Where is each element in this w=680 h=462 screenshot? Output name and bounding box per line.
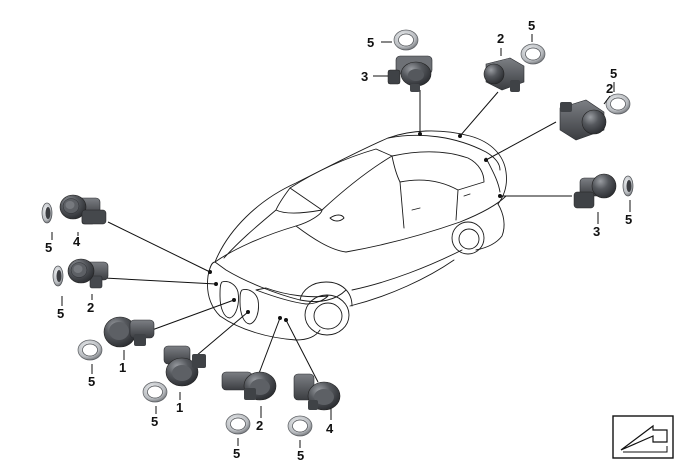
callout-5: 5 [297,448,304,462]
callout-5: 5 [233,446,240,461]
callout-4: 4 [73,234,81,249]
seal-ring-top [393,29,419,51]
seal-ring-front-4 [287,415,313,437]
callout-5: 5 [57,306,64,321]
callout-5: 5 [45,240,52,255]
callout-5: 5 [610,66,617,81]
sensor-top-rear [387,55,433,92]
sensor-rear-side [573,173,617,209]
sensor-front-left [67,258,109,289]
seal-ring-rear-side [622,175,634,197]
sensor-front-2 [221,371,277,401]
callout-5: 5 [367,35,374,50]
callout-5: 5 [528,18,535,33]
leader-lines [103,41,572,383]
sensor-front-1a [103,316,155,348]
callout-2: 2 [87,300,94,315]
sensor-rear-right [559,99,607,141]
seal-ring-front-1a [77,339,103,361]
callout-3: 3 [361,69,368,84]
sensor-front-4 [293,373,341,411]
seal-ring-left-upper [41,202,53,224]
callout-2: 2 [497,31,504,46]
callout-2: 2 [606,81,613,96]
seal-ring-front-2 [225,413,251,435]
sensor-front-left-upper [59,194,107,225]
callout-3: 3 [593,224,600,239]
seal-ring-front-1b [142,381,168,403]
seal-ring-top-right [520,43,546,65]
callout-labels: 5 3 2 5 2 5 3 5 4 5 2 5 1 5 1 5 2 5 4 5 [45,18,632,462]
callout-2: 2 [256,418,263,433]
callout-1: 1 [176,400,183,415]
car-outline [207,130,507,341]
callout-5: 5 [88,374,95,389]
direction-arrow-icon [612,415,674,459]
seal-ring-left [52,265,64,287]
callout-4: 4 [326,421,334,436]
callout-ticks [51,34,631,448]
sensor-rear-top-right [483,57,525,92]
callout-1: 1 [119,360,126,375]
callout-5: 5 [151,414,158,429]
callout-5: 5 [625,212,632,227]
sensor-front-1b [163,345,206,387]
